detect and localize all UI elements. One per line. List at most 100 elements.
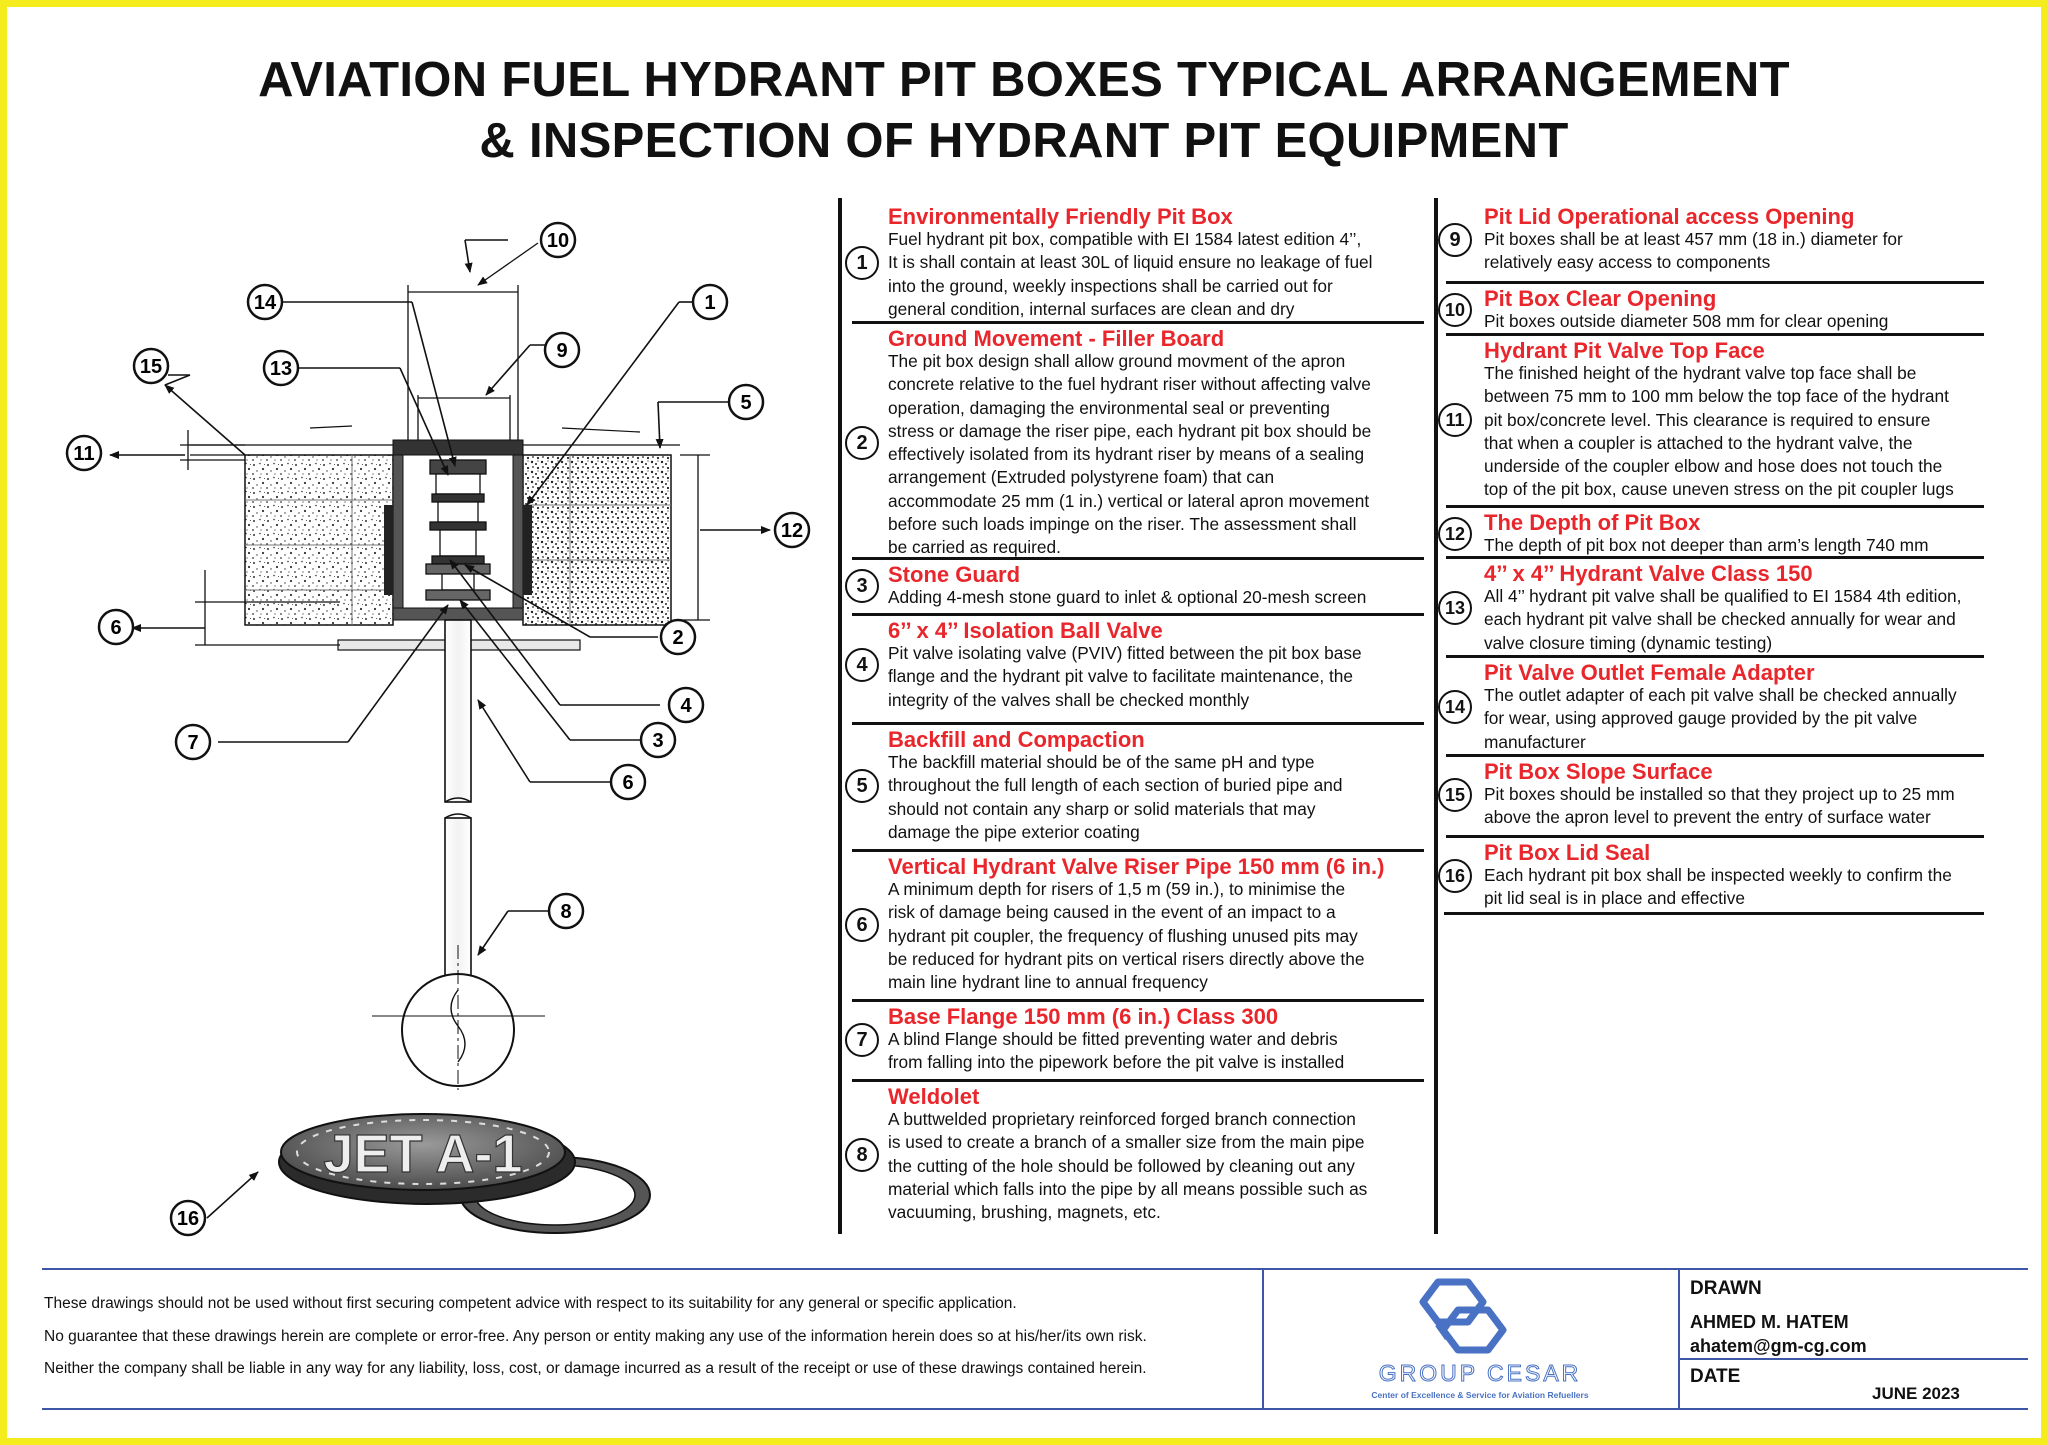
spec-item-text: into the ground, weekly inspections shal… xyxy=(888,275,1333,296)
svg-text:16: 16 xyxy=(177,1208,199,1230)
footer-divider-2 xyxy=(1678,1269,1680,1409)
callout-13: 13 xyxy=(262,349,300,387)
callout-9: 9 xyxy=(543,331,581,369)
page-title-line1: AVIATION FUEL HYDRANT PIT BOXES TYPICAL … xyxy=(258,53,1790,107)
callout-12: 12 xyxy=(773,511,811,549)
spec-item-text: Adding 4-mesh stone guard to inlet & opt… xyxy=(888,587,1367,607)
spec-number-badge: 16 xyxy=(1438,858,1472,893)
disclaimer-line-3: Neither the company shall be liable in a… xyxy=(44,1360,1147,1377)
spec-separator xyxy=(852,849,1424,852)
spec-item-text: each hydrant pit valve shall be checked … xyxy=(1484,609,1956,630)
spec-item-text: A buttwelded proprietary reinforced forg… xyxy=(888,1109,1356,1129)
spec-number-badge: 9 xyxy=(1438,222,1472,257)
spec-item-text: The depth of pit box not deeper than arm… xyxy=(1484,535,1929,555)
spec-item-text: operation, damaging the environmental se… xyxy=(888,397,1330,418)
svg-text:15: 15 xyxy=(140,356,162,378)
callout-10: 10 xyxy=(539,221,577,259)
spec-item-text: All 4’’ hydrant pit valve shall be quali… xyxy=(1484,586,1962,606)
spec-item-text: A minimum depth for risers of 1,5 m (59 … xyxy=(888,879,1346,899)
svg-text:2: 2 xyxy=(672,627,683,649)
spec-item-title: Vertical Hydrant Valve Riser Pipe 150 mm… xyxy=(888,854,1385,879)
footer-bottom-rule xyxy=(42,1408,2028,1410)
spec-separator xyxy=(852,722,1424,725)
spec-item-text: hydrant pit coupler, the frequency of fl… xyxy=(888,925,1358,946)
group-cesar-logo: GROUP CESAR Center of Excellence & Servi… xyxy=(1371,1278,1589,1400)
column-rule-left xyxy=(838,198,842,1234)
spec-number-1: 1 xyxy=(845,246,879,281)
spec-item-text: pit lid seal is in place and effective xyxy=(1484,888,1745,909)
spec-item-text: that when a coupler is attached to the h… xyxy=(1484,432,1913,453)
spec-number-badge: 7 xyxy=(845,1022,879,1057)
spec-item-text: general condition, internal surfaces are… xyxy=(888,298,1295,319)
spec-item-text: be carried as required. xyxy=(888,537,1061,558)
page-title-line2: & INSPECTION OF HYDRANT PIT EQUIPMENT xyxy=(479,114,1569,168)
spec-item-text: vacuuming, brushing, magnets, etc. xyxy=(888,1202,1161,1223)
spec-number-badge: 6 xyxy=(845,907,879,942)
spec-item-title: Backfill and Compaction xyxy=(888,727,1145,752)
footer-top-rule xyxy=(42,1268,2028,1270)
svg-text:6: 6 xyxy=(622,772,633,794)
spec-item-text: Pit boxes shall be at least 457 mm (18 i… xyxy=(1484,229,1903,249)
spec-number-16: 16 xyxy=(1438,858,1472,893)
callout-4: 4 xyxy=(667,686,705,724)
spec-number-badge: 8 xyxy=(845,1137,879,1172)
spec-item-text: underside of the coupler elbow and hose … xyxy=(1484,456,1943,477)
spec-item-text: damage the pipe exterior coating xyxy=(888,821,1140,842)
spec-item-title: Environmentally Friendly Pit Box xyxy=(888,204,1233,229)
spec-separator xyxy=(852,999,1424,1002)
spec-item-text: The finished height of the hydrant valve… xyxy=(1484,363,1917,383)
svg-text:12: 12 xyxy=(781,520,803,542)
spec-number-8: 8 xyxy=(845,1137,879,1172)
spec-number-7: 7 xyxy=(845,1022,879,1057)
spec-item-title: Pit Valve Outlet Female Adapter xyxy=(1484,660,1815,685)
spec-item-text: material which falls into the pipe by al… xyxy=(888,1178,1368,1199)
svg-text:11: 11 xyxy=(73,443,94,465)
spec-item-text: Pit boxes outside diameter 508 mm for cl… xyxy=(1484,311,1889,331)
spec-item-text: top of the pit box, cause uneven stress … xyxy=(1484,479,1954,500)
date-value: JUNE 2023 xyxy=(1872,1384,1960,1403)
spec-number-badge: 1 xyxy=(845,246,879,281)
callout-5: 5 xyxy=(727,383,765,421)
spec-item-text: effectively isolated from its hydrant ri… xyxy=(888,444,1365,465)
main-pipe-section xyxy=(372,945,545,1090)
spec-item-text: The backfill material should be of the s… xyxy=(888,752,1315,772)
spec-item-text: Each hydrant pit box shall be inspected … xyxy=(1484,865,1952,885)
spec-item-text: integrity of the valves shall be checked… xyxy=(888,689,1250,710)
spec-number-badge: 10 xyxy=(1438,293,1472,328)
callout-3: 3 xyxy=(639,721,677,759)
spec-item-title: Pit Box Slope Surface xyxy=(1484,759,1713,784)
spec-item-text: risk of damage being caused in the event… xyxy=(888,902,1336,923)
spec-item-text: A blind Flange should be fitted preventi… xyxy=(888,1029,1338,1049)
footer-divider-h xyxy=(1678,1358,2028,1360)
spec-item-text: for wear, using approved gauge provided … xyxy=(1484,708,1918,729)
disclaimer-line-1: These drawings should not be used withou… xyxy=(44,1295,1017,1312)
spec-item-title: 6’’ x 4’’ Isolation Ball Valve xyxy=(888,618,1163,643)
spec-separator xyxy=(1446,556,1984,559)
callout-14: 14 xyxy=(246,283,284,321)
logo-name: GROUP CESAR xyxy=(1379,1360,1582,1386)
spec-item-text: be reduced for hydrant pits on vertical … xyxy=(888,948,1365,969)
spec-item-title: Pit Lid Operational access Opening xyxy=(1484,204,1855,229)
callout-6: 6 xyxy=(609,763,647,801)
spec-item-text: before such loads impinge on the riser. … xyxy=(888,514,1357,535)
spec-item-title: Weldolet xyxy=(888,1084,980,1109)
spec-number-14: 14 xyxy=(1438,690,1472,725)
spec-item-text: above the apron level to prevent the ent… xyxy=(1484,807,1931,828)
spec-item-text: The pit box design shall allow ground mo… xyxy=(888,351,1346,371)
spec-item-title: Pit Box Clear Opening xyxy=(1484,286,1717,311)
svg-text:7: 7 xyxy=(187,732,198,754)
callout-8: 8 xyxy=(547,892,585,930)
spec-number-badge: 4 xyxy=(845,648,879,683)
svg-text:4: 4 xyxy=(680,695,692,717)
spec-item-text: from falling into the pipework before th… xyxy=(888,1052,1345,1073)
callout-1: 1 xyxy=(691,283,729,321)
spec-number-9: 9 xyxy=(1438,222,1472,257)
